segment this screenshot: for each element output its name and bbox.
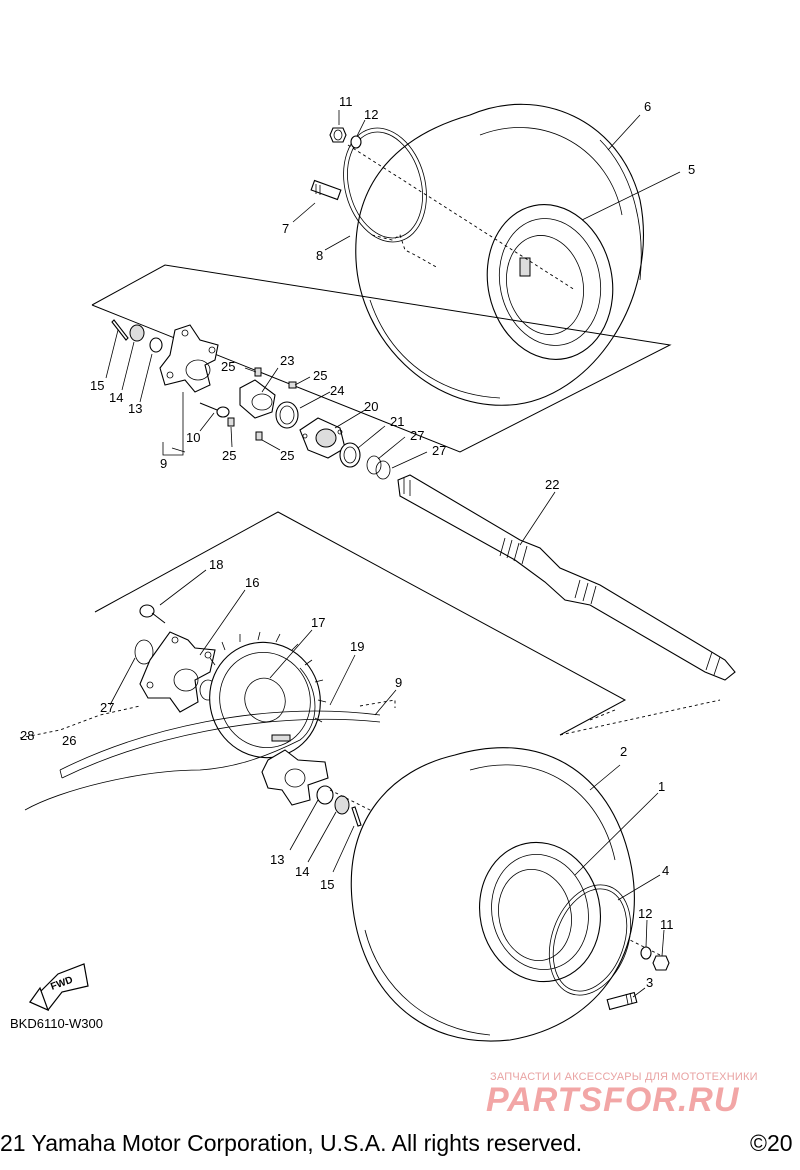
bead-ring-lower — [548, 884, 632, 996]
callout-20: 20 — [364, 399, 378, 414]
callout-17: 17 — [311, 615, 325, 630]
washer-upper — [350, 135, 362, 149]
seal-24 — [275, 401, 299, 429]
callout-10: 10 — [186, 430, 200, 445]
callout-19: 19 — [350, 639, 364, 654]
circlip-27-b — [375, 460, 391, 480]
upper-hub-assembly — [111, 319, 391, 480]
callout-9-upper: 9 — [160, 456, 167, 471]
callout-14-lower: 14 — [295, 864, 309, 879]
callout-1: 1 — [658, 779, 665, 794]
callout-5: 5 — [688, 162, 695, 177]
callout-25-d: 25 — [280, 448, 294, 463]
washer-lower — [640, 946, 652, 960]
callout-4: 4 — [662, 863, 669, 878]
callout-7: 7 — [282, 221, 289, 236]
callout-14-upper: 14 — [109, 390, 123, 405]
sprocket-hub-16 — [139, 631, 216, 713]
leader-lines — [105, 110, 681, 998]
callout-16: 16 — [245, 575, 259, 590]
lower-plate — [94, 511, 627, 736]
chain-guard — [24, 667, 316, 811]
fwd-arrow-icon: FWD — [28, 963, 89, 1012]
collar-23 — [239, 379, 276, 419]
watermark-tagline: ЗАПЧАСТИ И АКСЕССУАРЫ ДЛЯ МОТОТЕХНИКИ — [490, 1071, 758, 1083]
sprocket-17 — [209, 631, 327, 759]
callout-15-lower: 15 — [320, 877, 334, 892]
hub-lower — [261, 734, 329, 806]
oring-27-c — [134, 639, 154, 665]
nut-upper — [329, 127, 347, 143]
callout-12-lower: 12 — [638, 906, 652, 921]
callout-27-a: 27 — [410, 428, 424, 443]
nut-lower — [652, 955, 670, 971]
diagram-code: BKD6110-W300 — [10, 1016, 103, 1031]
bearing-housing-20 — [299, 417, 346, 459]
bolt-18 — [139, 604, 166, 624]
lower-wheel-group — [350, 747, 670, 1042]
callout-2: 2 — [620, 744, 627, 759]
valve-upper — [310, 179, 342, 201]
hub-upper — [159, 324, 219, 393]
castle-nut-upper — [129, 324, 145, 342]
callout-28: 28 — [20, 728, 34, 743]
callout-9-lower: 9 — [395, 675, 402, 690]
washer-13-lower — [316, 785, 334, 805]
cotter-pin-upper — [111, 319, 129, 341]
lower-drive-assembly — [19, 604, 661, 956]
callout-labels: 11 12 6 5 7 8 15 14 13 9 10 25 23 25 24 … — [20, 94, 695, 990]
callout-18: 18 — [209, 557, 223, 572]
chain-26 — [59, 710, 381, 779]
upper-plate — [91, 264, 672, 453]
callout-21: 21 — [390, 414, 404, 429]
callout-13-lower: 13 — [270, 852, 284, 867]
callout-11-upper: 11 — [339, 94, 353, 109]
bead-ring — [343, 127, 427, 243]
callout-11-lower: 11 — [660, 917, 674, 932]
callout-25-c: 25 — [222, 448, 236, 463]
callout-6: 6 — [644, 99, 651, 114]
callout-26: 26 — [62, 733, 76, 748]
callout-25-b: 25 — [313, 368, 327, 383]
callout-12-upper: 12 — [364, 107, 378, 122]
callout-13-upper: 13 — [128, 401, 142, 416]
callout-3: 3 — [646, 975, 653, 990]
copyright-text: 21 Yamaha Motor Corporation, U.S.A. All … — [0, 1130, 583, 1156]
valve-lower — [606, 991, 638, 1011]
circlip-27-a — [366, 455, 382, 475]
screw-25-d — [255, 431, 263, 441]
rear-axle — [397, 474, 736, 681]
upper-wheel-group — [310, 103, 644, 406]
screw-25-c — [227, 417, 235, 427]
callout-27-c: 27 — [100, 700, 114, 715]
bearing-21 — [339, 442, 361, 468]
callout-25-a: 25 — [221, 359, 235, 374]
callout-27-b: 27 — [432, 443, 446, 458]
callout-15-upper: 15 — [90, 378, 104, 393]
bolt-10 — [199, 402, 230, 418]
screw-25-b — [288, 381, 297, 389]
callout-24: 24 — [330, 383, 344, 398]
washer-13-upper — [149, 337, 163, 353]
watermark-logo: PARTSFOR.RU — [486, 1081, 740, 1119]
callout-8: 8 — [316, 248, 323, 263]
copyright-year-fragment: ©20 — [750, 1130, 793, 1156]
callout-23: 23 — [280, 353, 294, 368]
cotter-pin-lower — [351, 806, 362, 827]
callout-22: 22 — [545, 477, 559, 492]
lower-rim — [478, 841, 602, 983]
